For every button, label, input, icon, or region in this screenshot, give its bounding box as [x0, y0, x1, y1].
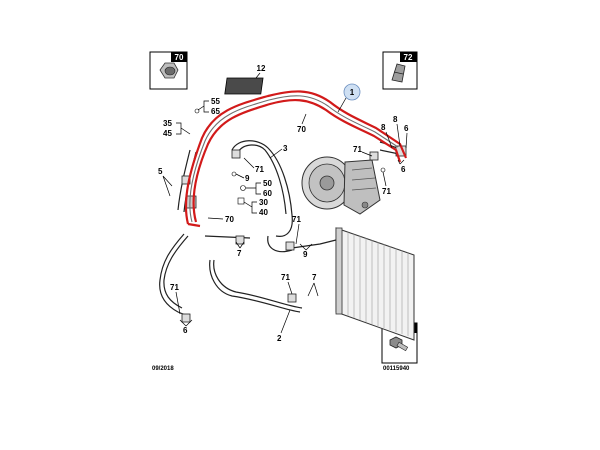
- callout-30: 30: [259, 198, 268, 207]
- bolt-icon: [389, 336, 409, 352]
- callout-50-60[interactable]: 50 60: [240, 179, 273, 198]
- callout-50: 50: [263, 179, 272, 188]
- clip-icon: [391, 63, 406, 83]
- callout-71-9-group[interactable]: 71 9: [231, 157, 264, 183]
- callout-55-65[interactable]: 55 65: [194, 97, 220, 116]
- callout-2-label: 2: [277, 334, 282, 343]
- callout-70-a: 70: [297, 125, 306, 134]
- callout-5-label: 5: [158, 167, 163, 176]
- callout-71f: 71: [170, 283, 179, 292]
- callout-71-7-low[interactable]: 71 7: [281, 273, 319, 297]
- callout-1-label: 1: [350, 88, 355, 97]
- footer-ref: 00115940: [383, 366, 410, 372]
- nut-icon: [159, 62, 179, 79]
- label-plate-12[interactable]: 12: [224, 64, 266, 95]
- callout-71e: 71: [281, 273, 290, 282]
- hose-linework: [159, 140, 407, 323]
- callout-40: 40: [259, 208, 268, 217]
- callout-9a: 9: [245, 174, 250, 183]
- compressor-icon[interactable]: [301, 156, 381, 215]
- callout-35-45[interactable]: 35 45: [163, 119, 191, 138]
- callout-12: 12: [257, 64, 266, 73]
- callout-7b: 7: [312, 273, 317, 282]
- callout-7a: 7: [237, 249, 242, 258]
- callout-9b: 9: [303, 250, 308, 259]
- callout-6c: 6: [183, 326, 188, 335]
- callout-71-6-left[interactable]: 71 6: [170, 283, 193, 335]
- callout-5[interactable]: 5: [158, 167, 173, 197]
- inset-part-72[interactable]: 72: [382, 51, 418, 90]
- callout-55: 55: [211, 97, 220, 106]
- callout-71c: 71: [255, 165, 264, 174]
- callout-1[interactable]: 1: [337, 83, 361, 113]
- callout-3: 3: [283, 144, 288, 153]
- inset-part-70[interactable]: 70: [149, 51, 188, 90]
- callout-6b: 6: [401, 165, 406, 174]
- callout-45: 45: [163, 129, 172, 138]
- callout-8b: 8: [381, 123, 386, 132]
- callout-72-box: 72: [404, 53, 413, 62]
- callout-65: 65: [211, 107, 220, 116]
- callout-8-cluster[interactable]: 8 8 6 71 6 71: [353, 115, 409, 196]
- callout-35: 35: [163, 119, 172, 128]
- highlighted-hose-assembly[interactable]: [184, 90, 408, 228]
- callout-70-b: 70: [225, 215, 234, 224]
- condenser-icon[interactable]: [335, 227, 415, 341]
- callout-71d: 71: [292, 215, 301, 224]
- callout-71a: 71: [353, 145, 362, 154]
- callout-70-box: 70: [175, 53, 184, 62]
- callout-71b: 71: [382, 187, 391, 196]
- footer-date: 09/2018: [152, 366, 174, 372]
- callout-60: 60: [263, 189, 272, 198]
- callout-2[interactable]: 2: [277, 309, 291, 343]
- callout-71-7-mid[interactable]: 71 7 9: [235, 215, 313, 259]
- callout-30-40[interactable]: 30 40: [237, 197, 268, 217]
- callout-6a: 6: [404, 124, 409, 133]
- callout-8: 8: [393, 115, 398, 124]
